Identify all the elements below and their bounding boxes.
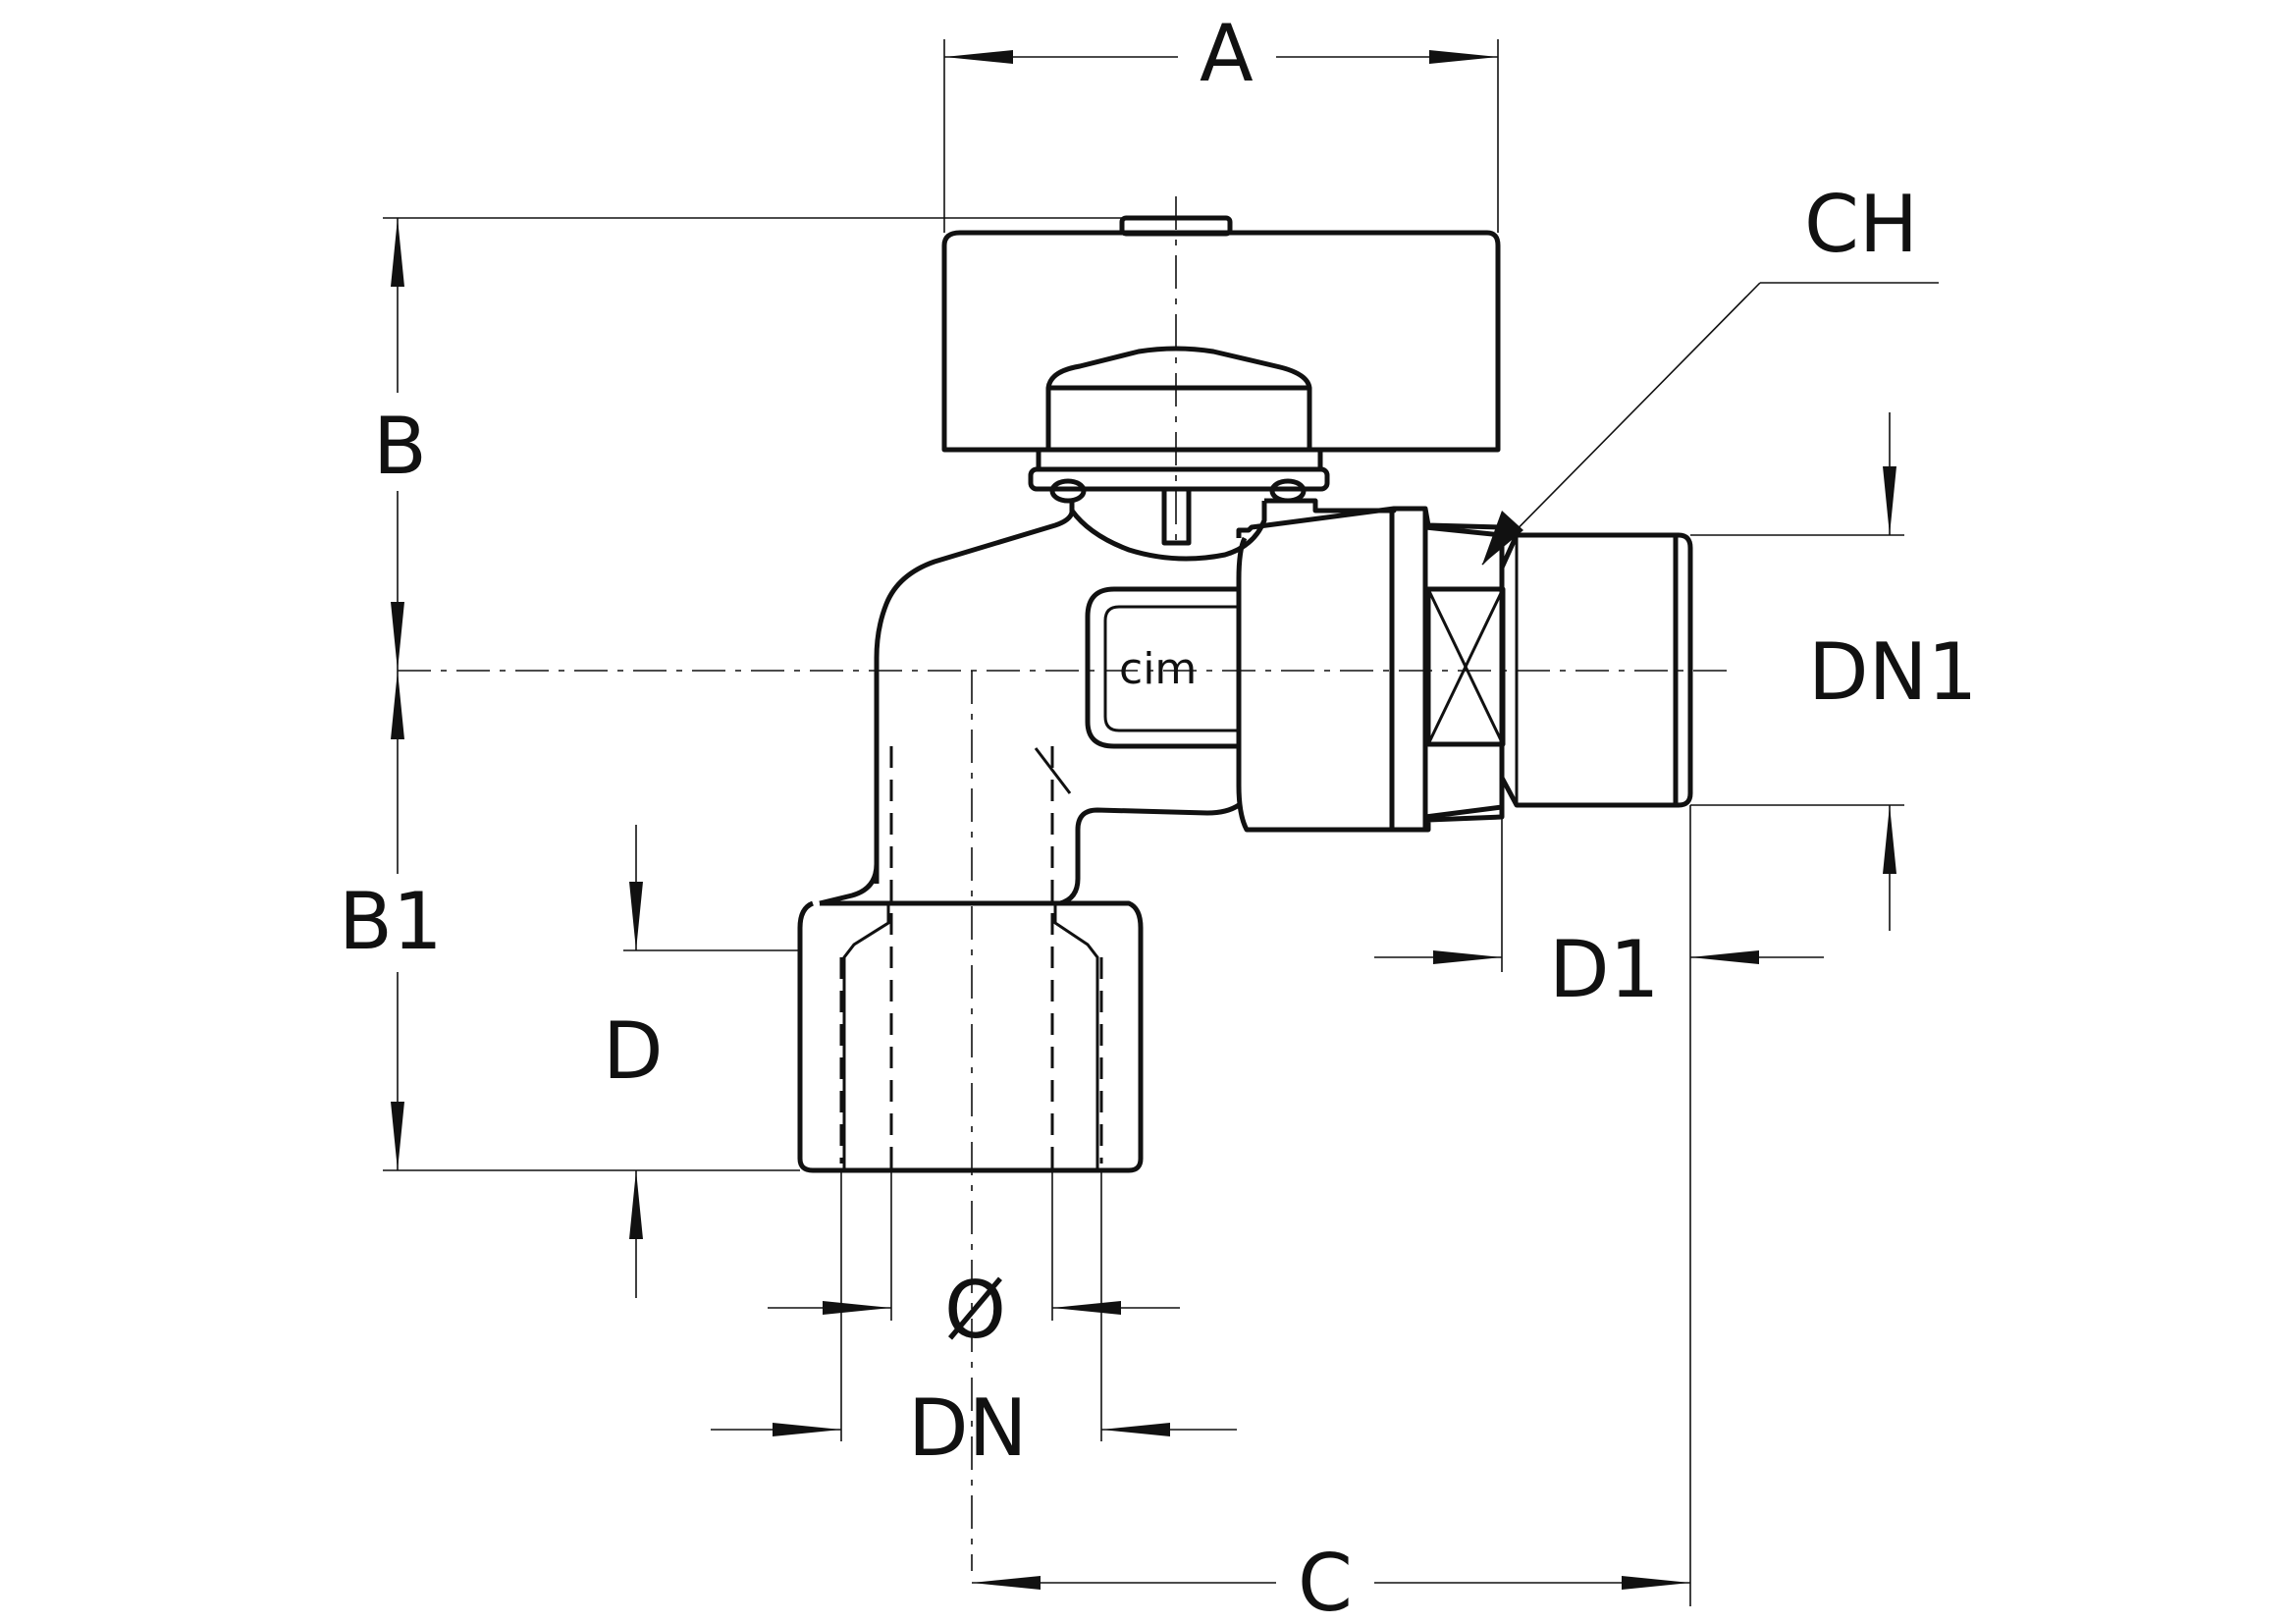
dimension-c: C xyxy=(972,1538,1690,1624)
label-diameter: Ø xyxy=(944,1265,1006,1356)
label-d1: D1 xyxy=(1549,924,1660,1015)
dimension-a: A xyxy=(943,8,1499,233)
label-d: D xyxy=(603,1005,664,1097)
label-b: B xyxy=(373,401,427,492)
label-ch: CH xyxy=(1804,179,1918,270)
dimension-dn: DN xyxy=(711,1170,1237,1474)
label-dn: DN xyxy=(908,1382,1027,1474)
dimension-b: B xyxy=(373,217,1124,671)
handle xyxy=(941,215,1501,546)
dimension-b1: B1 xyxy=(339,671,800,1171)
dimension-ch: CH xyxy=(1481,179,1939,566)
dimension-diameter: Ø xyxy=(768,1170,1180,1356)
label-b1: B1 xyxy=(339,876,443,967)
dimension-dn1: DN1 xyxy=(1690,412,1977,931)
center-lines xyxy=(398,196,1728,1571)
cim-logo: cim xyxy=(1119,644,1197,694)
dimension-d: D xyxy=(603,825,800,1298)
label-c: C xyxy=(1298,1538,1353,1624)
valve-body: cim xyxy=(797,215,1693,1173)
label-a: A xyxy=(1200,8,1254,99)
dimension-d1: D1 xyxy=(1374,805,1824,1606)
label-dn1: DN1 xyxy=(1808,626,1977,718)
